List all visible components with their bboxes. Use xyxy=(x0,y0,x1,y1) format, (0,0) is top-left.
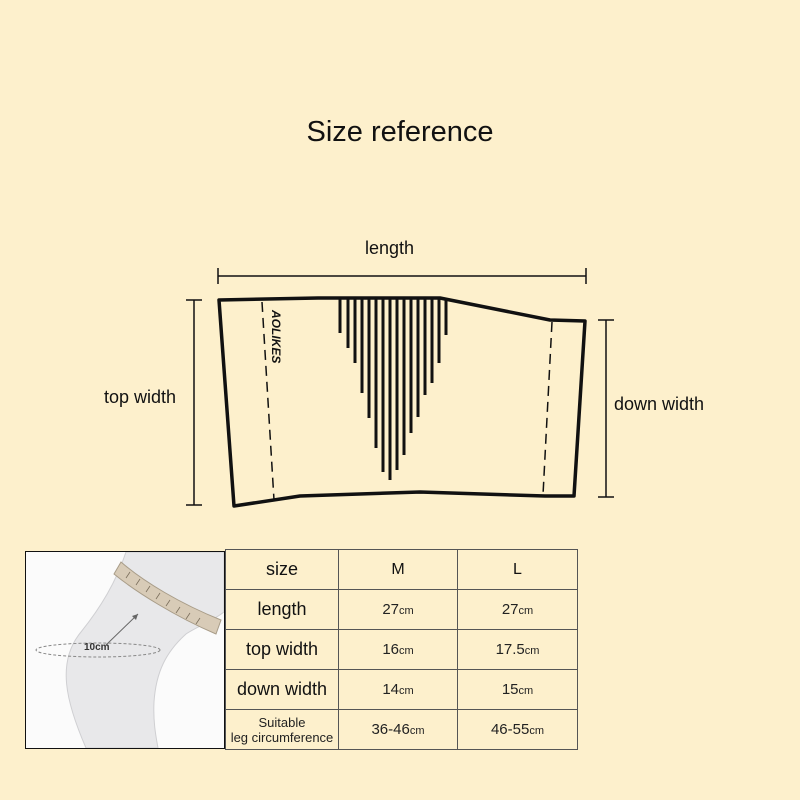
cell-m: 16cm xyxy=(338,629,458,670)
length-dimension-line xyxy=(217,268,587,284)
top-width-label: top width xyxy=(104,387,177,407)
row-label: top width xyxy=(225,629,339,670)
cell-l: 17.5cm xyxy=(457,629,578,670)
sleeve-outline xyxy=(217,296,587,508)
table-header-m: M xyxy=(338,549,458,590)
row-label: Suitable leg circumference xyxy=(225,709,339,750)
right-seam-dashed xyxy=(542,321,553,496)
table-header-row: size M L xyxy=(225,549,578,590)
table-row: down width 14cm 15cm xyxy=(225,669,578,710)
knee-sleeve-diagram: AOLIKES xyxy=(186,268,614,508)
table-row: top width 16cm 17.5cm xyxy=(225,629,578,670)
left-seam-dashed xyxy=(261,301,275,501)
down-width-dimension-line xyxy=(598,319,614,498)
leg-measurement-photo: 10cm xyxy=(25,551,225,749)
table-header-size: size xyxy=(225,549,339,590)
stripe-pattern xyxy=(338,299,448,480)
length-label: length xyxy=(365,238,415,258)
down-width-label: down width xyxy=(614,394,705,414)
cell-l: 27cm xyxy=(457,589,578,630)
brand-logo: AOLIKES xyxy=(269,309,283,363)
row-label: length xyxy=(225,589,339,630)
cell-l: 46-55cm xyxy=(457,709,578,750)
page-title: Size reference xyxy=(306,116,494,148)
table-row: length 27cm 27cm xyxy=(225,589,578,630)
cell-m: 14cm xyxy=(338,669,458,710)
measure-label: 10cm xyxy=(84,642,110,653)
size-table: size M L length 27cm 27cm top width 16cm… xyxy=(225,549,578,750)
cell-l: 15cm xyxy=(457,669,578,710)
table-row: Suitable leg circumference 36-46cm 46-55… xyxy=(225,709,578,750)
table-header-l: L xyxy=(457,549,578,590)
top-width-dimension-line xyxy=(186,299,202,506)
cell-m: 27cm xyxy=(338,589,458,630)
row-label: down width xyxy=(225,669,339,710)
cell-m: 36-46cm xyxy=(338,709,458,750)
